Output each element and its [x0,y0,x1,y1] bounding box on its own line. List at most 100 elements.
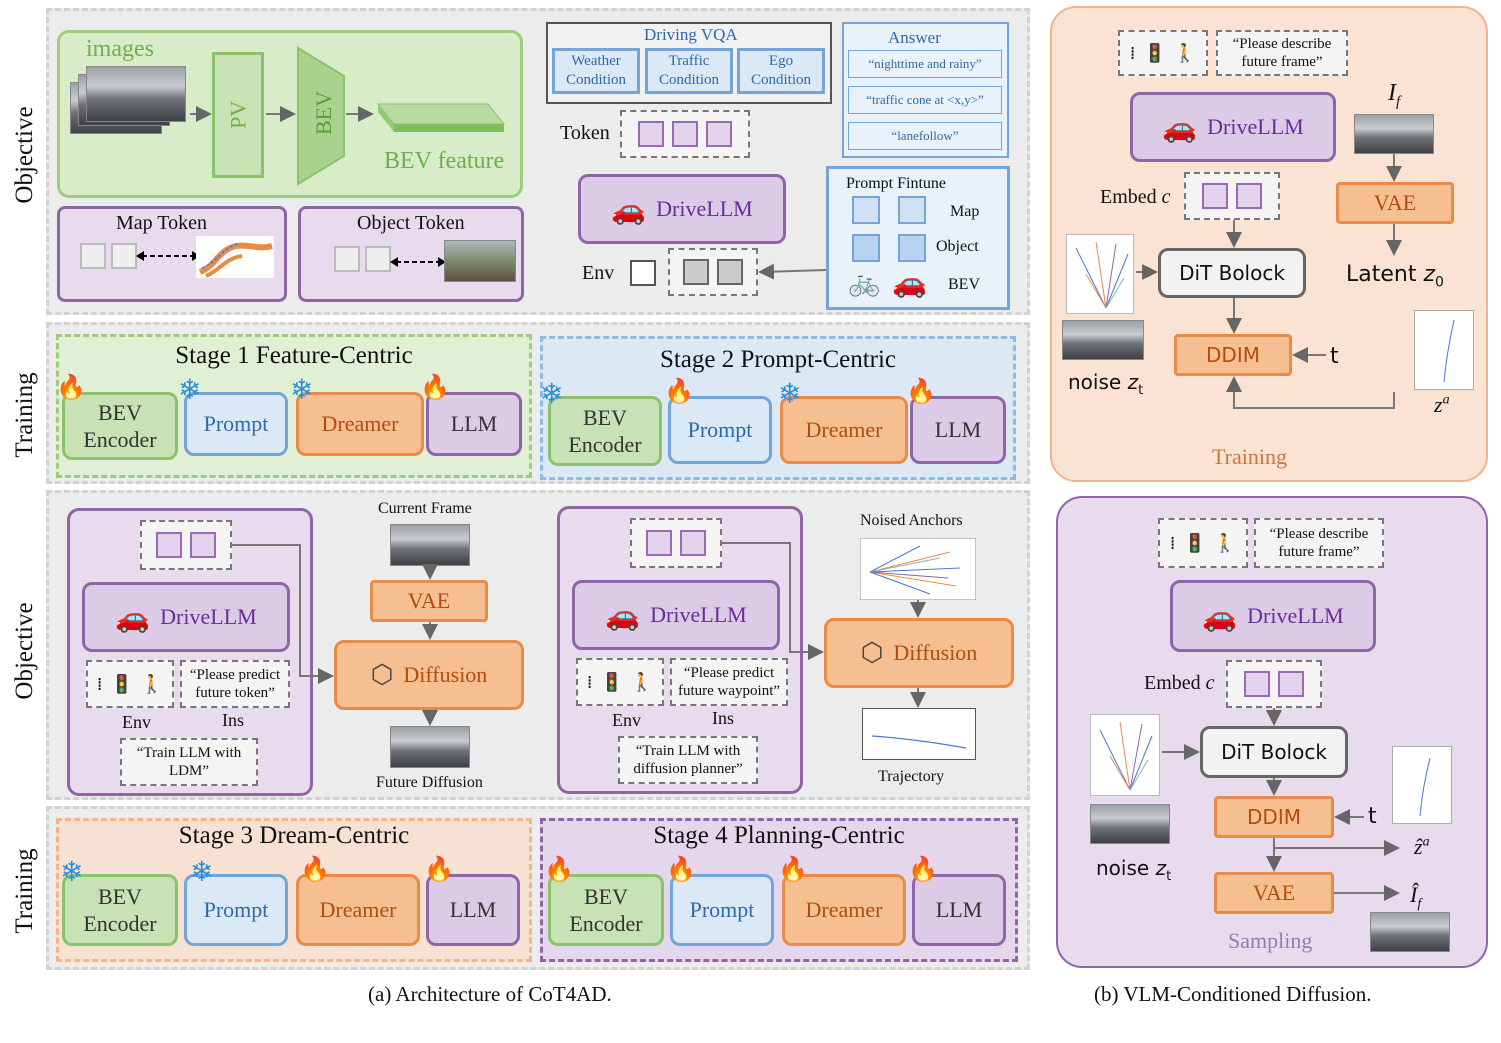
rs-embed-tok-2 [1278,671,1304,697]
snowflake-icon: ❄ [290,373,314,406]
rt-latent: Latent [1346,262,1417,287]
current-frame-image [390,524,470,566]
rs-embed-tokens [1226,660,1322,708]
plan-env-icons: ⁞🚦🚶 [576,658,664,706]
map-dashed-arrow [136,251,200,261]
stage-3-title: Stage 3 Dream-Centric [178,822,410,849]
rs-ihat-label: Îf [1410,882,1421,912]
pv-label: PV [225,100,251,130]
env-token-group [668,248,758,296]
fire-icon: 🔥 [544,857,574,883]
trajectory-image [862,708,976,760]
weather-condition: Weather Condition [552,48,640,94]
s4-bev-encoder: BEV Encoder [548,874,664,946]
vqa-title: Driving VQA [644,25,738,44]
snowflake-icon: ❄ [540,377,564,410]
rt-embed-label: Embed c [1100,186,1171,209]
rt-embed-tok-2 [1236,183,1262,209]
plan-diffusion: ⬡Diffusion [824,618,1014,688]
rs-env-icons: ⁞🚦🚶 [1158,518,1248,568]
rt-c: c [1161,186,1171,208]
object-dashed-arrow [390,257,446,267]
rt-if-sub: f [1396,93,1401,110]
car-icon: 🚗 [605,598,641,632]
rs-ihat-sub: f [1417,896,1422,912]
pf-bev-label: BEV [948,276,980,293]
rs-vae: VAE [1214,872,1334,914]
side-label-training-2: Training [11,848,38,934]
plan-ins-label: Ins [712,708,734,728]
token-sq-1 [638,121,664,147]
rs-drivellm-label: DriveLLM [1247,603,1344,628]
snowflake-icon: ❄ [778,377,802,410]
plan-diffusion-label: Diffusion [893,640,978,665]
rs-za-image [1392,746,1452,824]
side-label-objective-2: Objective [11,602,38,700]
s2-llm: LLM [910,396,1006,464]
rt-z0-sub: 0 [1435,274,1444,291]
answer-title: Answer [888,28,941,47]
object-token-sq2 [365,246,391,272]
s2-dreamer: Dreamer [780,396,908,464]
fire-icon: 🔥 [666,857,696,883]
rs-ddim-label: DDIM [1247,804,1301,829]
rt-env-icons: ⁞🚦🚶 [1118,30,1208,76]
rt-if: I [1388,80,1396,106]
env-tok-2 [717,259,743,285]
prompt-finetune-title: Prompt Fintune [846,175,947,192]
dream-ins-label: Ins [222,710,244,730]
fire-icon: 🔥 [56,375,86,401]
rs-ddim: DDIM [1214,796,1334,838]
traffic-light-icon: 🚦 [110,673,133,695]
answer-box [842,22,1009,158]
dream-diffusion: ⬡Diffusion [334,640,524,710]
rs-output-frame [1370,912,1450,952]
traffic-condition: Traffic Condition [645,48,733,94]
noised-anchors-image [860,538,976,600]
rt-za-sup: a [1442,392,1450,408]
pedestrian-icon: 🚶 [140,673,164,695]
rt-za: z [1434,392,1443,417]
fire-icon: 🔥 [906,379,936,405]
rs-embed-label: Embed c [1144,672,1215,695]
snowflake-icon: ❄ [178,373,202,406]
s1-prompt: Prompt [184,392,288,456]
caption-a: (a) Architecture of CoT4AD. [368,982,612,1006]
camera-image-1 [86,66,186,122]
future-diffusion-label: Future Diffusion [376,774,483,791]
dream-token-group [140,520,232,570]
rt-zt: z [1127,370,1139,394]
dream-diffusion-label: Diffusion [403,662,488,687]
car-icon: 🚗 [611,192,647,226]
token-label: Token [560,122,610,144]
rt-z0: z [1423,262,1436,287]
pf-sq-4 [898,234,926,262]
plan-instruction: “Please predict future waypoint” [670,658,788,706]
bev-label: BEV [311,91,336,135]
lane-icon: ⁞ [1169,532,1176,554]
stage-1-title: Stage 1 Feature-Centric [175,342,413,369]
ego-condition: Ego Condition [737,48,825,94]
bev-feature-slab [376,103,506,132]
env-label: Env [582,262,615,284]
snowflake-icon: ❄ [190,855,214,888]
dream-tok-1 [156,532,182,558]
s3-llm: LLM [426,874,520,946]
s2-bev-encoder: BEV Encoder [548,396,662,466]
rs-noise-anchors [1090,714,1160,796]
car-icon: 🚗 [1162,110,1198,144]
rs-vae-label: VAE [1252,880,1296,906]
lane-icon: ⁞ [1129,42,1136,64]
plan-drivellm: 🚗DriveLLM [572,580,780,650]
object-token-sq1 [334,246,360,272]
traffic-light-icon: 🚦 [1143,42,1166,64]
dream-env-icons: ⁞🚦🚶 [86,660,174,708]
s1-dreamer: Dreamer [296,392,424,456]
rs-zhat-sup: a [1422,834,1430,850]
rs-embed: Embed [1144,672,1201,694]
map-token-sq1 [80,243,106,269]
dream-tok-2 [190,532,216,558]
rs-c: c [1205,672,1215,694]
fire-icon: 🔥 [908,857,938,883]
rs-noise-image [1090,804,1170,844]
